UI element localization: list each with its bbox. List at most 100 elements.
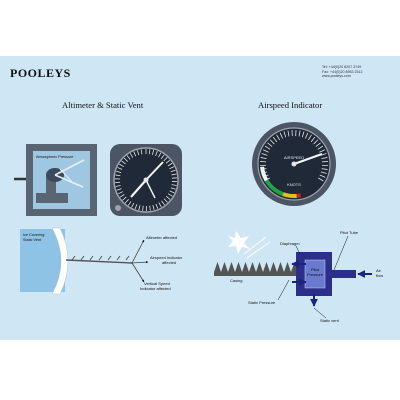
air-flow-label-2: flow [376,273,383,278]
dial-tick [269,139,275,145]
pitot-static-system: Casing Pitot Pressure Air flow Diaphragm… [214,230,383,323]
dial-tick [148,149,151,155]
dial-tick [134,204,138,210]
altimeter-instrument [110,144,182,216]
dial-tick [169,190,175,194]
spark-icon [228,231,250,254]
dial-tick [317,145,324,150]
dial-tick [279,132,283,139]
dial-tick [264,145,271,150]
dial-tick [262,149,269,153]
dial-tick [123,157,128,162]
dial-tick [276,134,280,141]
dial-tick [119,163,124,168]
dial-tick [129,153,134,158]
pitot-pressure-label-1: Pitot [311,267,320,272]
dial-tick [152,204,155,211]
static-line-mark [80,255,85,261]
dial-tick [133,151,137,157]
dial-tick [319,149,326,153]
dial-tick [142,205,144,211]
dial-tick [262,174,269,178]
contact-tel: Tel: +44(0)20 8207 3749 [322,65,362,69]
static-line-mark [71,255,76,261]
dial-tick [170,187,176,190]
ice-layer [51,227,69,295]
dial-tick [158,152,162,158]
dial-tick [301,131,305,138]
dial-tick [310,136,316,143]
asi-face-label-1: AIRSPEED [284,155,304,160]
dial-tick [124,199,129,204]
ice-covering-label: Ice Covering [23,233,44,237]
static-line-mark [107,255,112,261]
dial-tick [320,171,327,174]
dial-tick [319,174,326,178]
dial-tick [260,157,267,159]
ice-covering-panel: Ice Covering Static Vent Altimeter affec… [20,227,183,295]
static-line-mark [125,255,130,261]
static-line-mark [89,255,94,261]
airspeed-instrument: AIRSPEED KNOTS [252,122,336,206]
dial-tick [321,168,328,170]
dial-tick [308,134,312,141]
diagram-art: Atmospheric Pressure Ice Covering Static… [14,122,383,323]
dial-tick [155,151,158,156]
altimeter-affected-label: Altimeter affected [146,235,177,240]
poster: POOLEYS Tel: +44(0)20 8207 3749 Fax: +44… [0,56,400,340]
contact-block: Tel: +44(0)20 8207 3749 Fax: +44(0)20 89… [322,65,392,79]
dial-tick [121,160,126,165]
dial-tick [127,201,132,206]
dial-tick [165,196,171,200]
dial-tick [283,131,287,138]
airspeed-section-title: Airspeed Indicator [258,100,323,110]
dial-tick [264,177,270,182]
contact-fax: Fax: +44(0)20 8953 2512 [322,69,363,74]
dial-tick [261,171,268,174]
dial-tick [298,130,301,137]
dial-tick [136,150,140,156]
dial-tick [287,130,290,137]
asi-affected-label-2: affected [162,260,176,265]
vsi-affected-label-1: Vertical Speed [144,281,170,286]
dial-tick [171,173,177,176]
dial-tick [158,202,162,208]
dial-tick [155,203,159,209]
dial-tick [167,193,173,197]
dial-tick [122,196,127,201]
static-vent-label-left: Static Vent [23,238,42,242]
dial-tick [321,157,328,159]
dial-tick [170,169,176,173]
altimeter-section-title: Altimeter & Static Vent [62,100,144,110]
atmospheric-pressure-label: Atmospheric Pressure [36,155,73,159]
brand-logo: POOLEYS [10,66,71,80]
asi-face-label-2: KNOTS [287,182,301,187]
dial-tick [318,177,324,182]
dial-tick [138,205,141,211]
air-flow-label-1: Air [376,268,382,273]
dial-tick [149,205,151,211]
dial-tick [267,142,273,147]
dial-tick [260,168,267,170]
dial-tick [116,188,122,191]
dial-tick [313,139,319,145]
contact-web: www.pooleys.com [322,74,351,79]
asi-affected-label-1: Airspeed Indicator [150,255,183,260]
dial-tick [163,198,168,203]
dial-tick [115,185,121,187]
dial-tick [163,157,168,162]
dial-tick [131,202,135,208]
pitot-pressure-label-2: Pressure [307,272,324,277]
casing-label: Casing [230,278,242,283]
dial-tick [171,184,177,186]
dial-tick [161,200,165,206]
dial-tick [126,155,131,160]
pitot-tube-label: Pitot Tube [340,230,359,235]
dial-tick [152,149,155,155]
dial-tick [169,166,175,170]
dial-tick [305,132,309,139]
vsi-affected-label-2: Indicator affected [140,286,171,291]
dial-tick [315,142,321,147]
static-vent-label-right: Static vent [320,318,340,323]
dial-tick [272,136,278,143]
